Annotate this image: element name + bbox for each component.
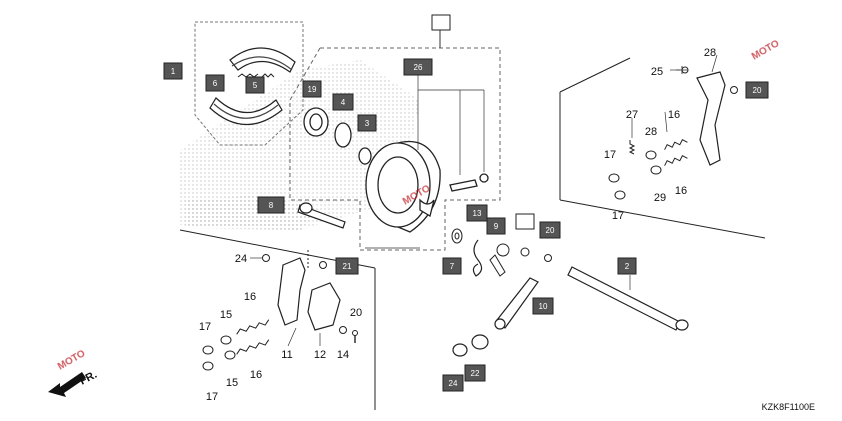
callout-16-left-lower[interactable]: 16: [250, 369, 262, 381]
svg-text:22: 22: [471, 369, 480, 378]
callout-8[interactable]: 8: [257, 196, 285, 214]
empty-callout-box-top: [431, 14, 451, 31]
frame-background-stipple: [180, 60, 420, 230]
brake-arm-drawing: [277, 71, 726, 357]
svg-text:19: 19: [308, 85, 317, 94]
callout-11[interactable]: 11: [281, 349, 292, 361]
small-parts-drawing: [262, 66, 738, 343]
callout-28-lower[interactable]: 29: [654, 192, 666, 204]
callout-20-left[interactable]: 21: [335, 257, 359, 275]
svg-text:20: 20: [753, 86, 762, 95]
callout-6[interactable]: 6: [205, 74, 225, 92]
callout-20-center[interactable]: 20: [539, 221, 561, 239]
callout-16-left-upper[interactable]: 16: [244, 291, 256, 303]
svg-text:24: 24: [449, 379, 458, 388]
callout-20-top-right[interactable]: 20: [745, 81, 769, 99]
brake-panel-drawing: [303, 107, 489, 233]
callout-9[interactable]: 9: [486, 217, 506, 235]
callout-28-upper[interactable]: 28: [645, 126, 657, 138]
callout-5[interactable]: 5: [245, 76, 265, 94]
diagram-code: KZK8F1100E: [762, 402, 815, 412]
svg-text:9: 9: [494, 222, 499, 231]
callout-10[interactable]: 10: [532, 297, 554, 315]
spring-drawings: [236, 73, 688, 355]
front-arrow-label: FR.: [78, 369, 99, 388]
callout-19[interactable]: 20: [350, 307, 362, 319]
svg-text:20: 20: [546, 226, 555, 235]
callout-16-right-lower[interactable]: 16: [675, 185, 687, 197]
svg-text:13: 13: [473, 209, 482, 218]
callout-13[interactable]: 14: [337, 349, 349, 361]
svg-text:26: 26: [414, 63, 423, 72]
watermark-top-right: MOTO: [750, 38, 782, 63]
svg-text:3: 3: [365, 119, 370, 128]
svg-text:6: 6: [213, 79, 218, 88]
camshaft-drawing: [297, 202, 346, 229]
callout-18[interactable]: 19: [302, 80, 322, 98]
callout-16-right-upper[interactable]: 16: [668, 109, 680, 121]
collars-drawing: [202, 150, 662, 371]
text-callouts: 11 12 14 15 15 16 16 16 16 17 17 17 17 2…: [199, 47, 716, 403]
brake-shoe-drawing: [209, 47, 296, 126]
svg-text:1: 1: [171, 67, 176, 76]
callout-17-left-upper[interactable]: 17: [199, 321, 211, 333]
callout-14[interactable]: 13: [466, 204, 488, 222]
boxed-callouts: 1 2 3 4 5 6 7 8 9 10 13 19 20 20 21 22 2…: [163, 14, 769, 392]
callout-21[interactable]: 22: [464, 364, 486, 382]
callout-2[interactable]: 2: [617, 257, 637, 275]
callout-17-right-upper[interactable]: 17: [604, 149, 616, 161]
svg-text:4: 4: [341, 98, 346, 107]
svg-text:5: 5: [253, 81, 258, 90]
svg-text:10: 10: [539, 302, 548, 311]
callout-24-right[interactable]: 25: [651, 66, 663, 78]
callout-17-left-lower[interactable]: 17: [206, 391, 218, 403]
callout-15-upper[interactable]: 15: [220, 309, 232, 321]
callout-22[interactable]: 24: [442, 374, 464, 392]
callout-26[interactable]: 27: [626, 109, 638, 121]
callout-17-right-lower[interactable]: 17: [612, 210, 624, 222]
callout-4[interactable]: 4: [332, 93, 354, 111]
callout-7[interactable]: 7: [442, 257, 462, 275]
callout-24-left[interactable]: 24: [235, 253, 247, 265]
callout-27[interactable]: 28: [704, 47, 716, 59]
svg-text:21: 21: [343, 262, 352, 271]
callout-1[interactable]: 1: [163, 62, 183, 80]
callout-3[interactable]: 3: [357, 114, 377, 132]
callout-15-lower[interactable]: 15: [226, 377, 238, 389]
empty-callout-box-center: [515, 213, 535, 230]
svg-text:2: 2: [625, 262, 630, 271]
watermark-bottom-left: MOTO: [56, 348, 88, 373]
callout-12[interactable]: 12: [314, 349, 326, 361]
callout-25[interactable]: 26: [403, 58, 433, 76]
leader-lines: [250, 54, 718, 347]
svg-text:7: 7: [450, 262, 455, 271]
svg-text:8: 8: [269, 201, 274, 210]
front-direction-arrow: FR.: [48, 369, 99, 397]
